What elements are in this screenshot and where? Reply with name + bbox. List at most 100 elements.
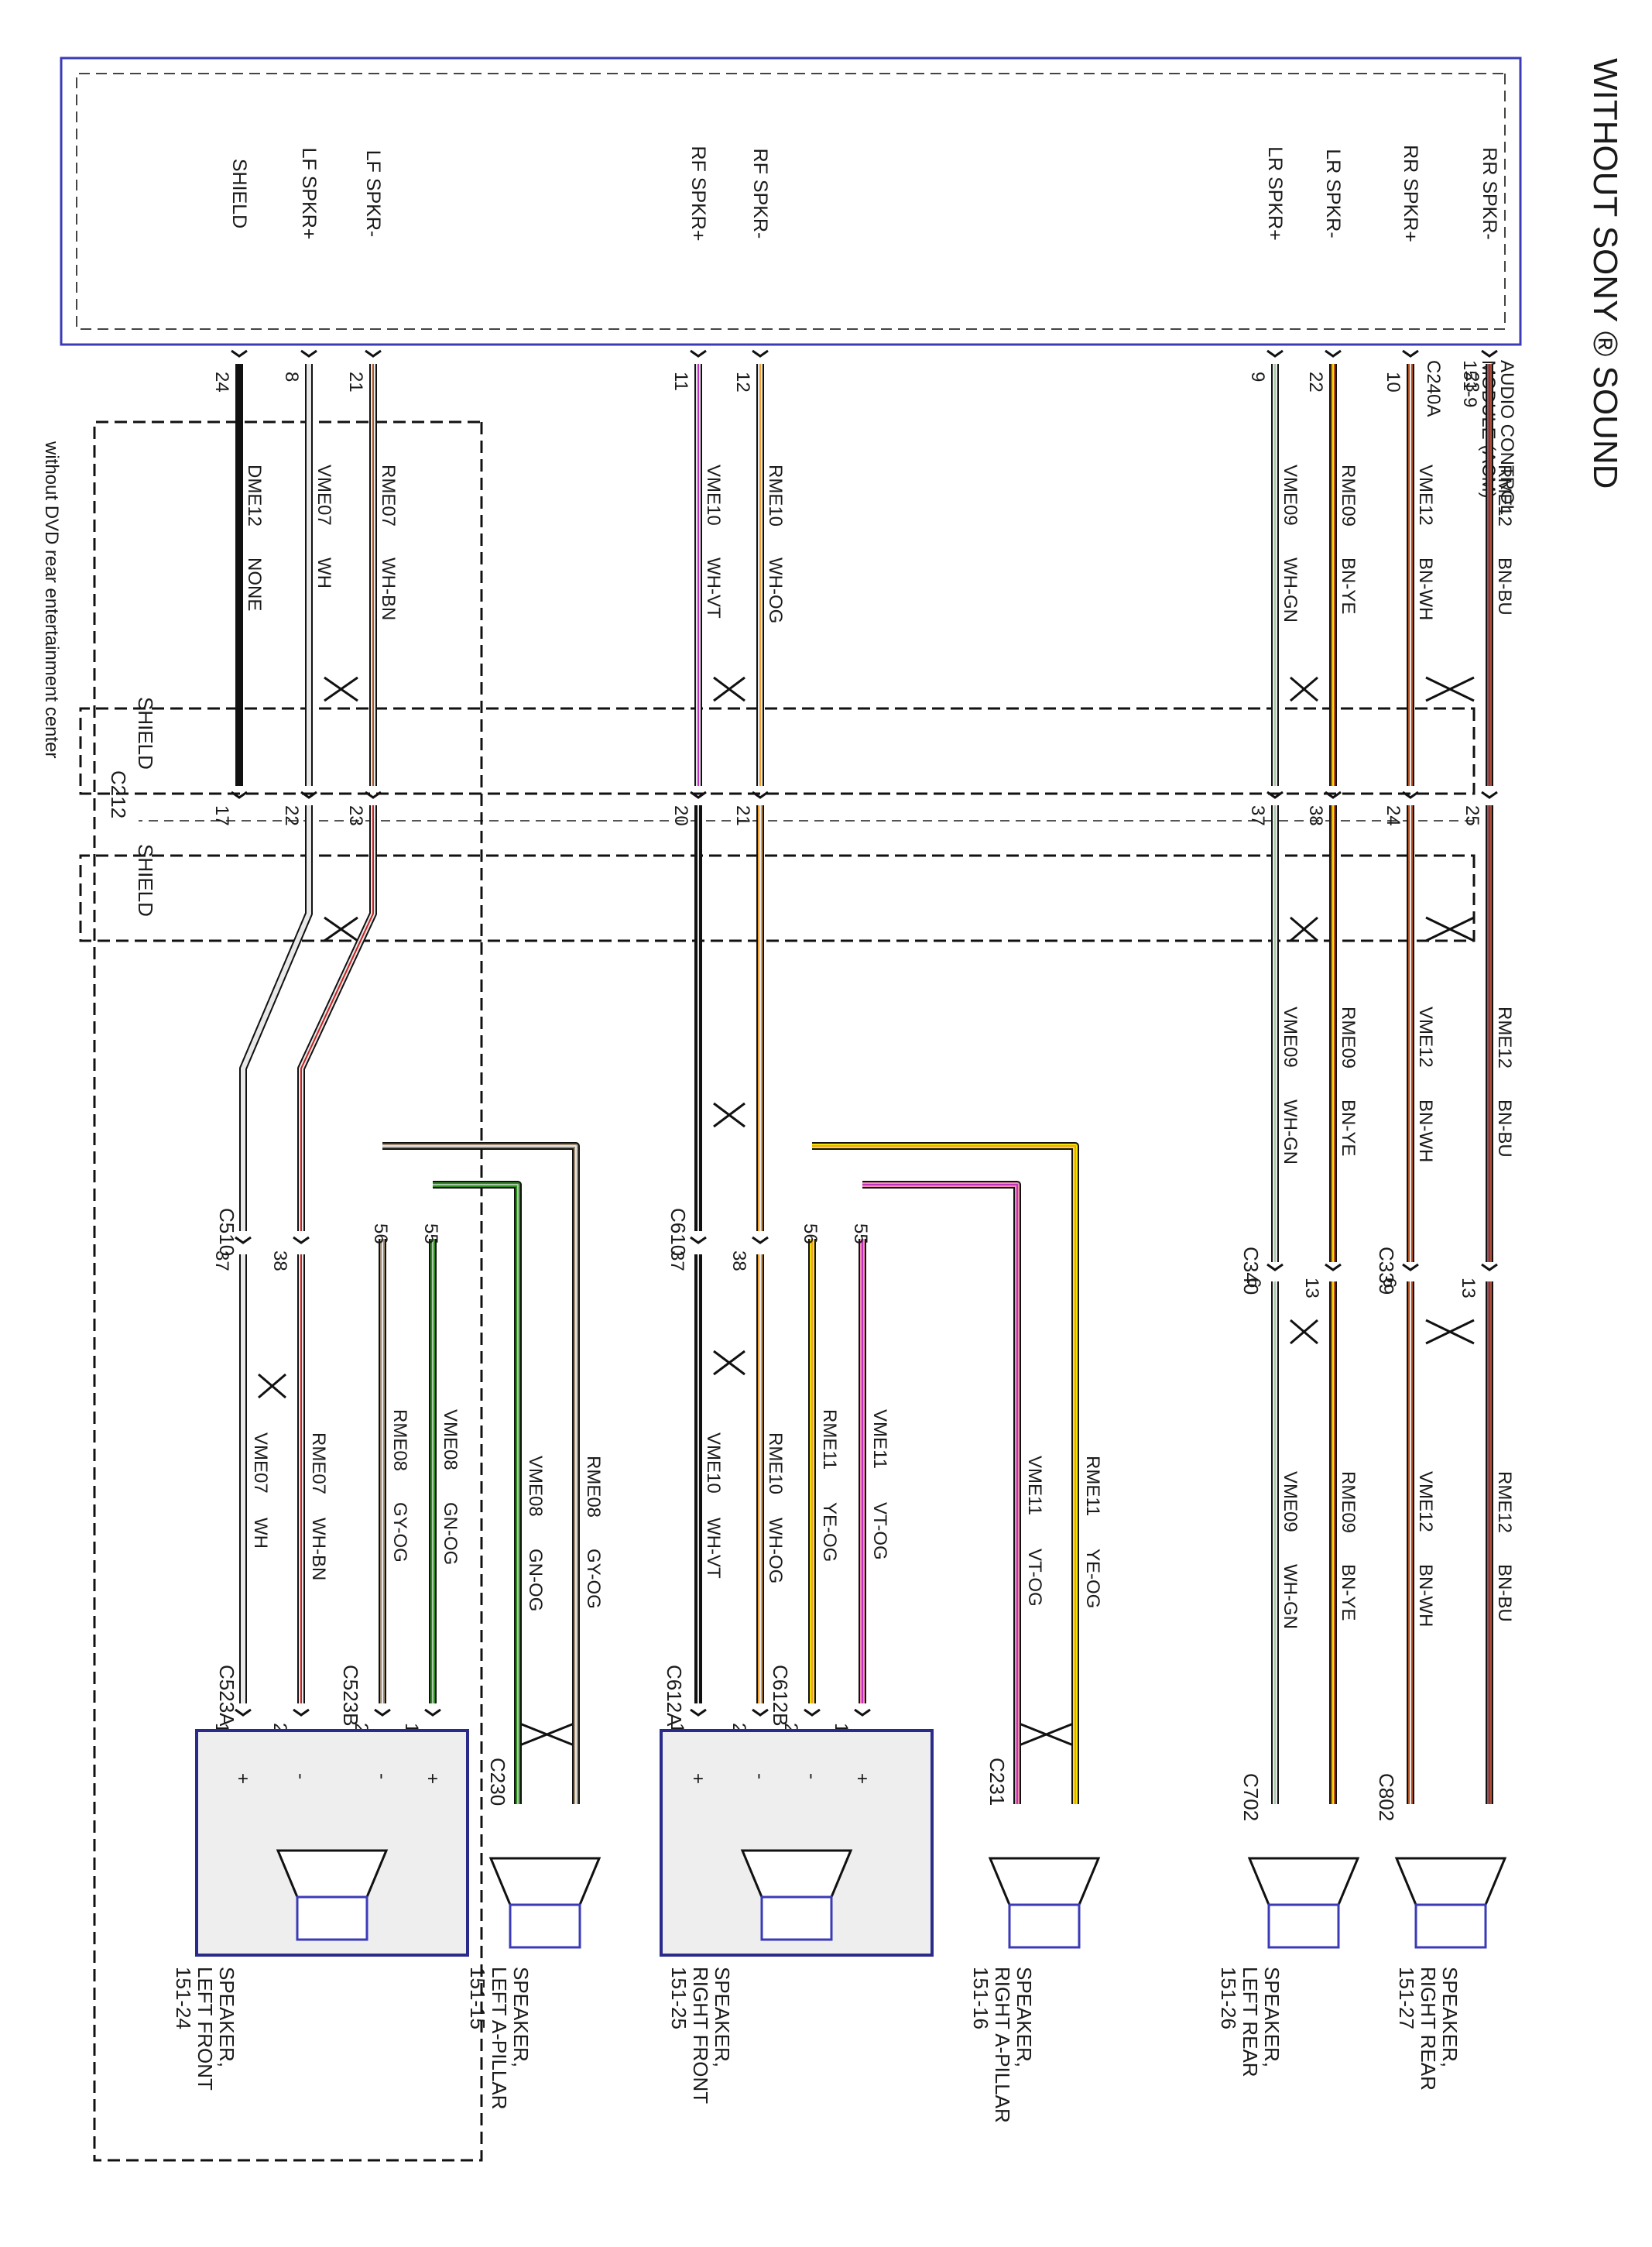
wire-vme08-pillar	[433, 1182, 520, 1804]
c612a-label: C612A	[663, 1665, 686, 1727]
shield-box-1	[79, 707, 1475, 795]
c510-pin-number: 56	[370, 1223, 391, 1244]
c212-pin-number: 21	[732, 805, 753, 826]
c510-label: C510	[215, 1208, 238, 1256]
circuit-color-label: BN-WH	[1415, 557, 1436, 620]
c612a-pin-marker	[752, 1708, 769, 1717]
circuit-label: RME07	[308, 1432, 329, 1494]
module-pin-number: 22	[1305, 372, 1326, 393]
c523b-pin-marker	[424, 1708, 441, 1717]
speaker-terminal-mark: -	[372, 1773, 392, 1779]
module-pin-marker	[1402, 349, 1419, 358]
circuit-color-label: VT-OG	[869, 1502, 890, 1560]
c231-label: C231	[985, 1758, 1009, 1806]
wire-rme11-pillar-stripe	[812, 1145, 1076, 1804]
circuit-color-label: WH-BN	[378, 557, 399, 620]
twist-lf	[324, 676, 358, 702]
circuit-label: VME10	[703, 1432, 724, 1494]
circuit-label: RME12	[1494, 465, 1515, 527]
module-pin-number: 24	[211, 372, 232, 393]
speaker-terminal-mark: +	[687, 1773, 708, 1784]
circuit-color-label: YE-OG	[819, 1502, 840, 1562]
circuit-label: VME09	[1280, 1007, 1301, 1068]
c212-pin-number: 22	[281, 805, 302, 826]
c339-pin-number: 6	[1379, 1278, 1400, 1288]
circuit-label: RME12	[1494, 1471, 1515, 1533]
wire-vme07-seg2	[241, 805, 311, 1231]
c523b-pin-marker	[374, 1708, 391, 1717]
module-pin-marker	[300, 349, 317, 358]
c212-shield-label-1: SHIELD	[134, 697, 157, 770]
c612b-pin-marker	[804, 1708, 821, 1717]
c610-pin-marker	[690, 1236, 707, 1244]
c510-pin-number: 37	[211, 1250, 232, 1271]
module-pin-label: LF SPKR-	[362, 150, 384, 238]
circuit-color-label: BN-BU	[1494, 1564, 1515, 1622]
circuit-label: DME12	[244, 465, 265, 527]
twist-lf-2	[324, 916, 358, 942]
speaker-cone-right-front	[740, 1849, 853, 1899]
speaker-cone-left-a-pillar-magnet	[509, 1903, 581, 1949]
circuit-color-label: GY-OG	[389, 1502, 410, 1563]
c212-pin-marker	[1266, 791, 1284, 799]
circuit-label: RME11	[1082, 1456, 1103, 1516]
circuit-color-label: WH	[250, 1518, 271, 1549]
acm-module-inner-box	[76, 73, 1506, 330]
twist-lr-3	[1290, 1319, 1318, 1345]
speaker-cone-right-rear	[1394, 1857, 1507, 1906]
c212-pin-number: 37	[1247, 805, 1268, 826]
c610-pin-marker	[752, 1236, 769, 1244]
circuit-color-label: WH-OG	[765, 557, 786, 623]
speaker-terminal-mark: +	[232, 1773, 253, 1784]
speaker-label: SPEAKER,LEFT FRONT151-24	[172, 1967, 238, 2091]
wire-vme08-pillar-outline	[433, 1181, 522, 1804]
circuit-label: VME07	[314, 465, 334, 526]
wire-rme07-seg2-stripe	[300, 805, 374, 1231]
circuit-label: RME09	[1338, 1471, 1359, 1533]
module-pin-number: 12	[732, 372, 753, 393]
speaker-cone-right-a-pillar-magnet	[1008, 1903, 1081, 1949]
c612a-pin-marker	[690, 1708, 707, 1717]
circuit-color-label: WH-GN	[1280, 557, 1301, 623]
c610-label: C610	[667, 1208, 690, 1256]
c610-pin-number: 38	[728, 1250, 749, 1271]
wire-vme11-pillar	[862, 1182, 1020, 1804]
circuit-color-label: BN-BU	[1494, 557, 1515, 616]
c340-pin-number: 13	[1301, 1278, 1322, 1298]
circuit-label: VME08	[525, 1456, 546, 1517]
module-pin-label: RF SPKR-	[749, 149, 771, 239]
module-pin-number: 9	[1247, 372, 1268, 382]
speaker-terminal-mark: -	[749, 1773, 770, 1779]
speaker-terminal-mark: +	[422, 1773, 443, 1784]
circuit-color-label: BN-YE	[1338, 1099, 1359, 1156]
c212-shield-label-2: SHIELD	[134, 844, 157, 917]
c523a-pin-marker	[293, 1708, 310, 1717]
speaker-box-left-front	[195, 1729, 469, 1957]
circuit-label: RME10	[765, 465, 786, 527]
wire-vme08-pillar-stripe	[433, 1184, 519, 1804]
c212-pin-number: 25	[1462, 805, 1482, 826]
circuit-color-label: NONE	[244, 557, 265, 611]
c523a-pin-marker	[235, 1708, 252, 1717]
speaker-cone-right-a-pillar	[988, 1857, 1101, 1906]
twist-rr-3	[1425, 1319, 1475, 1345]
c212-pin-marker	[365, 791, 382, 799]
module-pin-marker	[690, 349, 707, 358]
wire-rme08-pillar	[382, 1144, 578, 1804]
speaker-label: SPEAKER,LEFT REAR151-26	[1217, 1967, 1284, 2077]
circuit-color-label: GN-OG	[525, 1549, 546, 1611]
circuit-label: VME11	[1024, 1456, 1045, 1515]
module-pin-marker	[1481, 349, 1498, 358]
speaker-terminal-mark: -	[801, 1773, 822, 1779]
circuit-color-label: BN-BU	[1494, 1099, 1515, 1158]
module-pin-marker	[365, 349, 382, 358]
c510-pin-marker	[293, 1236, 310, 1244]
c510-pin-marker	[235, 1236, 252, 1244]
twist-lr	[1290, 676, 1318, 702]
circuit-color-label: WH-VT	[703, 557, 724, 619]
circuit-label: VME09	[1280, 465, 1301, 526]
circuit-color-label: GY-OG	[583, 1549, 604, 1609]
circuit-label: VME11	[869, 1409, 890, 1469]
module-pin-label: LR SPKR+	[1264, 146, 1286, 241]
circuit-color-label: VT-OG	[1024, 1549, 1045, 1607]
